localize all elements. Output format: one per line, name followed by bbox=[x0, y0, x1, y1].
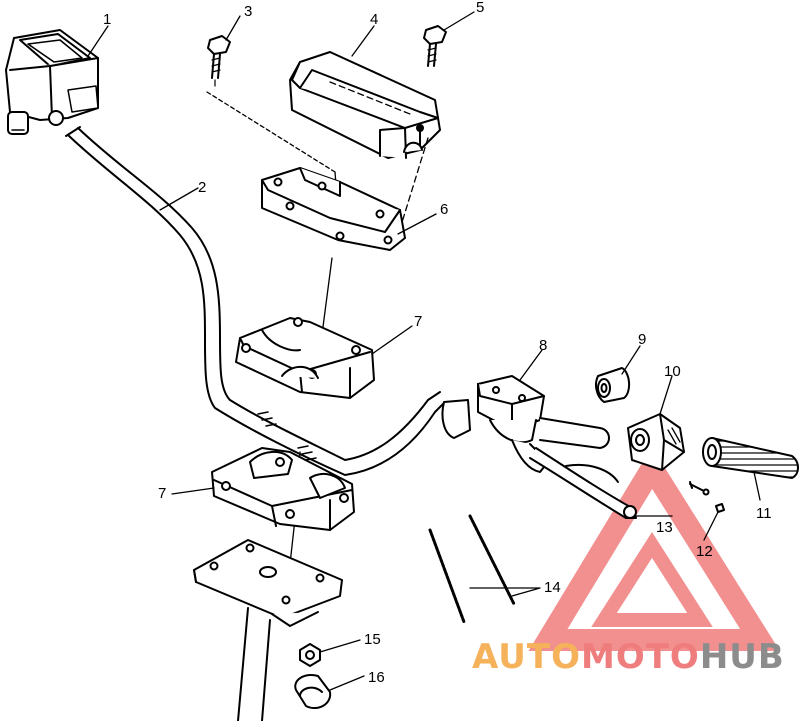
watermark-hub: HUB bbox=[700, 637, 785, 677]
callout-15: 15 bbox=[364, 631, 381, 648]
bolt-3 bbox=[207, 35, 231, 87]
callout-16: 16 bbox=[368, 669, 385, 686]
brake-master-cylinder bbox=[441, 375, 637, 519]
handlebar-tube bbox=[65, 126, 446, 476]
callout-9: 9 bbox=[638, 331, 646, 348]
callout-12: 12 bbox=[696, 543, 713, 560]
upper-clamp bbox=[235, 317, 375, 399]
watermark-logo: AUTOMOTOHUB bbox=[472, 637, 785, 677]
bushing-9 bbox=[595, 367, 630, 403]
switch-housing bbox=[627, 413, 685, 471]
callout-8: 8 bbox=[539, 337, 547, 354]
callout-11: 11 bbox=[756, 505, 772, 522]
throttle-housing bbox=[5, 29, 99, 135]
callout-14: 14 bbox=[544, 579, 561, 596]
watermark-triangle bbox=[528, 447, 780, 651]
callout-4: 4 bbox=[370, 11, 378, 28]
callout-5: 5 bbox=[476, 0, 484, 16]
handlebar-pad bbox=[289, 51, 441, 159]
callout-10: 10 bbox=[664, 363, 681, 380]
watermark-moto: MOTO bbox=[581, 637, 700, 677]
callout-6: 6 bbox=[440, 201, 448, 218]
lower-clamp bbox=[211, 447, 355, 531]
callout-2: 2 bbox=[198, 179, 206, 196]
leader-lines bbox=[87, 11, 761, 691]
callout-7-lower: 7 bbox=[158, 485, 166, 502]
base-plate bbox=[193, 539, 343, 627]
nut-15 bbox=[299, 643, 321, 667]
pin-12 bbox=[715, 503, 725, 513]
callout-labels: 1 2 3 4 5 6 7 7 8 9 10 11 12 13 14 15 16 bbox=[103, 0, 772, 686]
grip-11 bbox=[702, 437, 799, 479]
screw-13 bbox=[689, 481, 710, 496]
callout-1: 1 bbox=[103, 11, 111, 28]
svg-text:AUTOMOTOHUB: AUTOMOTOHUB bbox=[472, 637, 785, 677]
callout-7-upper: 7 bbox=[414, 313, 422, 330]
callout-13: 13 bbox=[656, 519, 673, 536]
bolt-5 bbox=[423, 25, 447, 67]
top-clamp-plate bbox=[261, 167, 406, 251]
clip-16 bbox=[294, 674, 332, 710]
cable-pair-14 bbox=[428, 514, 516, 624]
steering-post bbox=[237, 607, 271, 721]
callout-3: 3 bbox=[244, 3, 252, 20]
watermark-auto: AUTO bbox=[472, 637, 581, 677]
